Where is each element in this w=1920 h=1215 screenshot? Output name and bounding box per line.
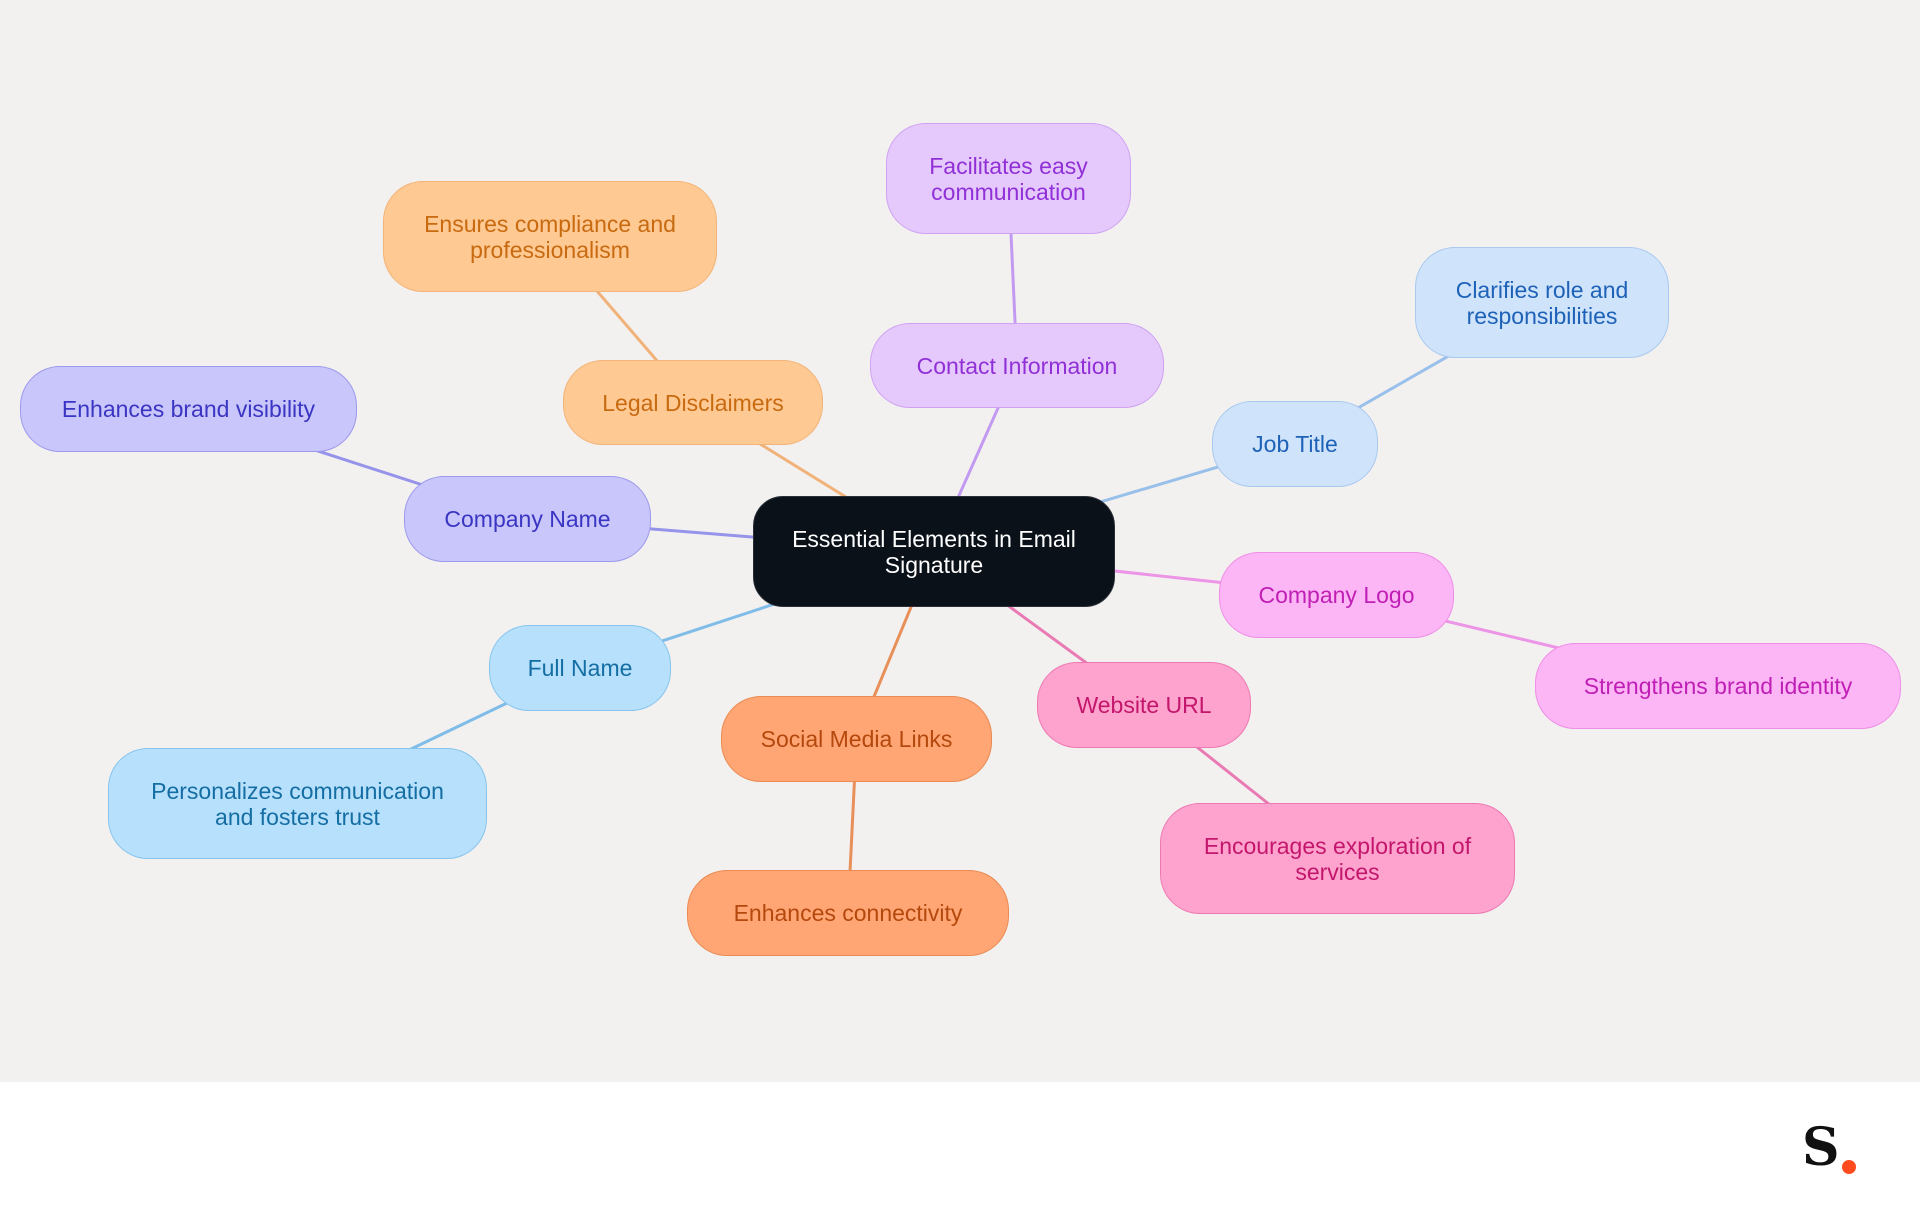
footer-bar (0, 1082, 1920, 1215)
branch-company-logo: Company Logo (1219, 552, 1454, 638)
branch-website-url: Website URL (1037, 662, 1251, 748)
leaf-company-name: Enhances brand visibility (20, 366, 357, 452)
leaf-job-title: Clarifies role and responsibilities (1415, 247, 1669, 358)
branch-full-name: Full Name (489, 625, 671, 711)
leaf-website-url: Encourages exploration of services (1160, 803, 1515, 914)
leaf-contact-information: Facilitates easy communication (886, 123, 1131, 234)
branch-legal-disclaimers: Legal Disclaimers (563, 360, 823, 445)
leaf-company-logo: Strengthens brand identity (1535, 643, 1901, 729)
branch-company-name: Company Name (404, 476, 651, 562)
brand-logo-icon: S (1802, 1122, 1862, 1178)
leaf-social-media-links: Enhances connectivity (687, 870, 1009, 956)
leaf-legal-disclaimers: Ensures compliance and professionalism (383, 181, 717, 292)
branch-job-title: Job Title (1212, 401, 1378, 487)
leaf-full-name: Personalizes communication and fosters t… (108, 748, 487, 859)
branch-contact-information: Contact Information (870, 323, 1164, 408)
root-node: Essential Elements in Email Signature (753, 496, 1115, 607)
branch-social-media-links: Social Media Links (721, 696, 992, 782)
mind-map-canvas: Essential Elements in Email Signature Co… (0, 0, 1920, 1082)
